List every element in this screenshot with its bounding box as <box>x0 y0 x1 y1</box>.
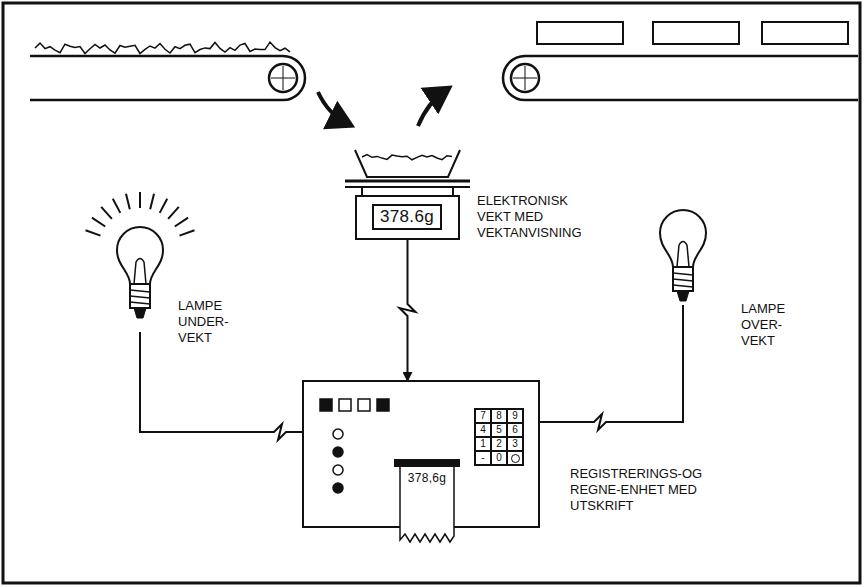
key-label: 0 <box>491 451 507 465</box>
signal-wire <box>400 240 416 380</box>
lamp-bulb <box>112 222 168 322</box>
printout-value: 378,6g <box>402 471 452 485</box>
key <box>507 451 523 465</box>
key-label: 6 <box>507 423 523 437</box>
key-label: 1 <box>475 437 491 451</box>
frame <box>3 3 860 583</box>
key-label: 2 <box>491 437 507 451</box>
conveyor-left <box>30 56 305 100</box>
lamp: LAMPE UNDER- VEKT <box>112 222 168 332</box>
processing-unit: 378,6gREGISTRERINGS-OG REGNE-ENHET MED U… <box>302 380 540 528</box>
drop-arrow <box>318 92 348 124</box>
lamp-label: LAMPE OVER- VEKT <box>741 301 801 349</box>
weight-display: 378.6g <box>372 204 442 230</box>
lamp: LAMPE OVER- VEKT <box>655 205 711 305</box>
key-symbol <box>511 454 520 463</box>
scale-body: 378.6gELEKTRONISK VEKT MED VEKTANVISNING <box>355 195 460 240</box>
key-label: 7 <box>475 409 491 423</box>
key-label: 9 <box>507 409 523 423</box>
signal-wire <box>540 305 683 430</box>
unit-label: REGISTRERINGS-OG REGNE-ENHET MED UTSKRIF… <box>570 466 720 514</box>
lamp-label: LAMPE UNDER- VEKT <box>178 298 238 346</box>
part-label: ELEKTRONISK VEKT MED VEKTANVISNING <box>477 193 591 241</box>
weight-reading: 378.6g <box>380 207 434 227</box>
key-label: 8 <box>491 409 507 423</box>
lift-arrow <box>418 90 446 126</box>
key-label: - <box>475 451 491 465</box>
key-label: 4 <box>475 423 491 437</box>
keypad: 789 456 123 -0 <box>474 408 524 466</box>
product <box>362 155 452 160</box>
conveyor-right <box>503 22 858 100</box>
key-label: 5 <box>491 423 507 437</box>
product <box>35 42 290 53</box>
key-label: 3 <box>507 437 523 451</box>
weighing-tray <box>345 150 470 195</box>
signal-wire <box>140 332 302 440</box>
lamp-bulb <box>655 205 711 305</box>
